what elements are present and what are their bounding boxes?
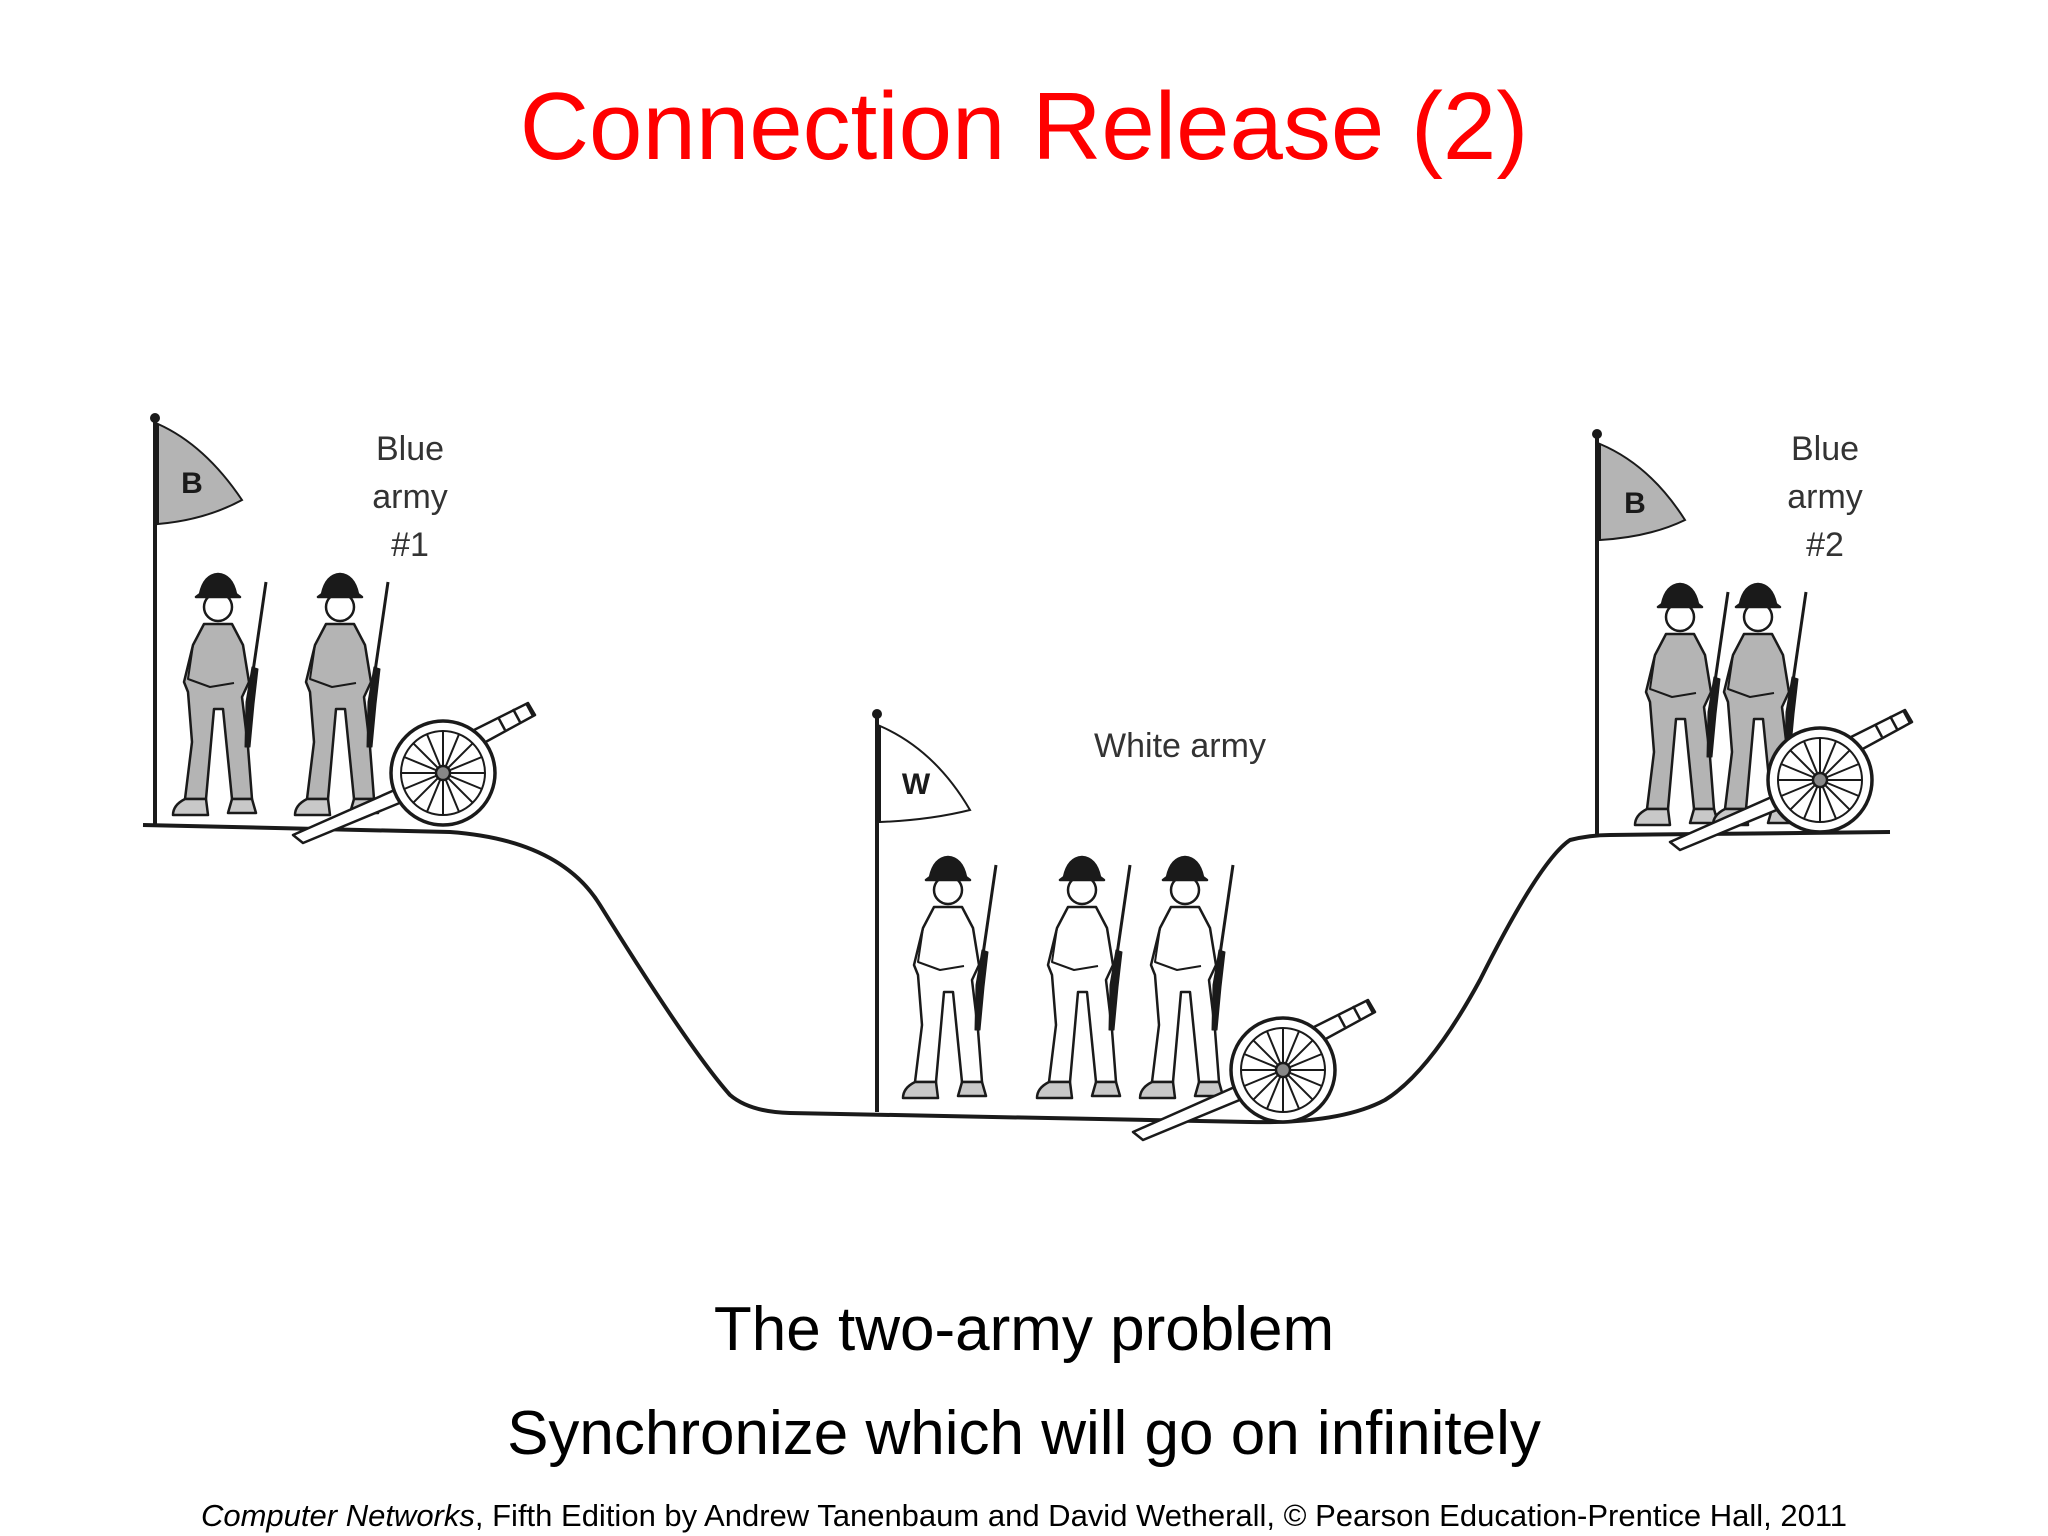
blue-army-1-label: Blue army #1 (340, 425, 480, 569)
label-line: Blue (375, 430, 445, 468)
white-flag (879, 724, 972, 824)
label-line: #1 (391, 526, 429, 564)
caption-line-1: The two-army problem (713, 1295, 1335, 1364)
flag-letter: B (181, 467, 203, 500)
valley-terrain (142, 823, 1891, 1125)
blue-soldier (293, 572, 390, 817)
white-army-label: White army (1094, 727, 1266, 765)
blue-soldier (1633, 582, 1730, 827)
label-line: #2 (1806, 526, 1844, 564)
credit-text: , Fifth Edition by Andrew Tanenbaum and … (474, 1498, 1848, 1533)
white-soldier (901, 855, 998, 1100)
label-line: army (1787, 478, 1863, 516)
blue-flag (157, 422, 244, 526)
blue-flag (1599, 442, 1687, 542)
flag-letter: W (902, 768, 931, 801)
slide-title: Connection Release (2) (519, 73, 1529, 180)
white-soldier (1138, 855, 1235, 1100)
copyright-credit: Computer Networks, Fifth Edition by Andr… (0, 1496, 2048, 1536)
white-army: W (872, 709, 1377, 1142)
blue-army-2-label: Blue army #2 (1755, 425, 1895, 569)
flag-letter: B (1624, 487, 1646, 520)
blue-army-1: B (150, 413, 537, 845)
blue-soldier (171, 572, 268, 817)
white-soldier (1035, 855, 1132, 1100)
book-title: Computer Networks (200, 1498, 475, 1533)
label-line: Blue (1790, 430, 1860, 468)
label-line: army (372, 478, 448, 516)
caption-line-2: Synchronize which will go on infinitely (507, 1399, 1541, 1468)
blue-army-2: B (1592, 429, 1914, 852)
